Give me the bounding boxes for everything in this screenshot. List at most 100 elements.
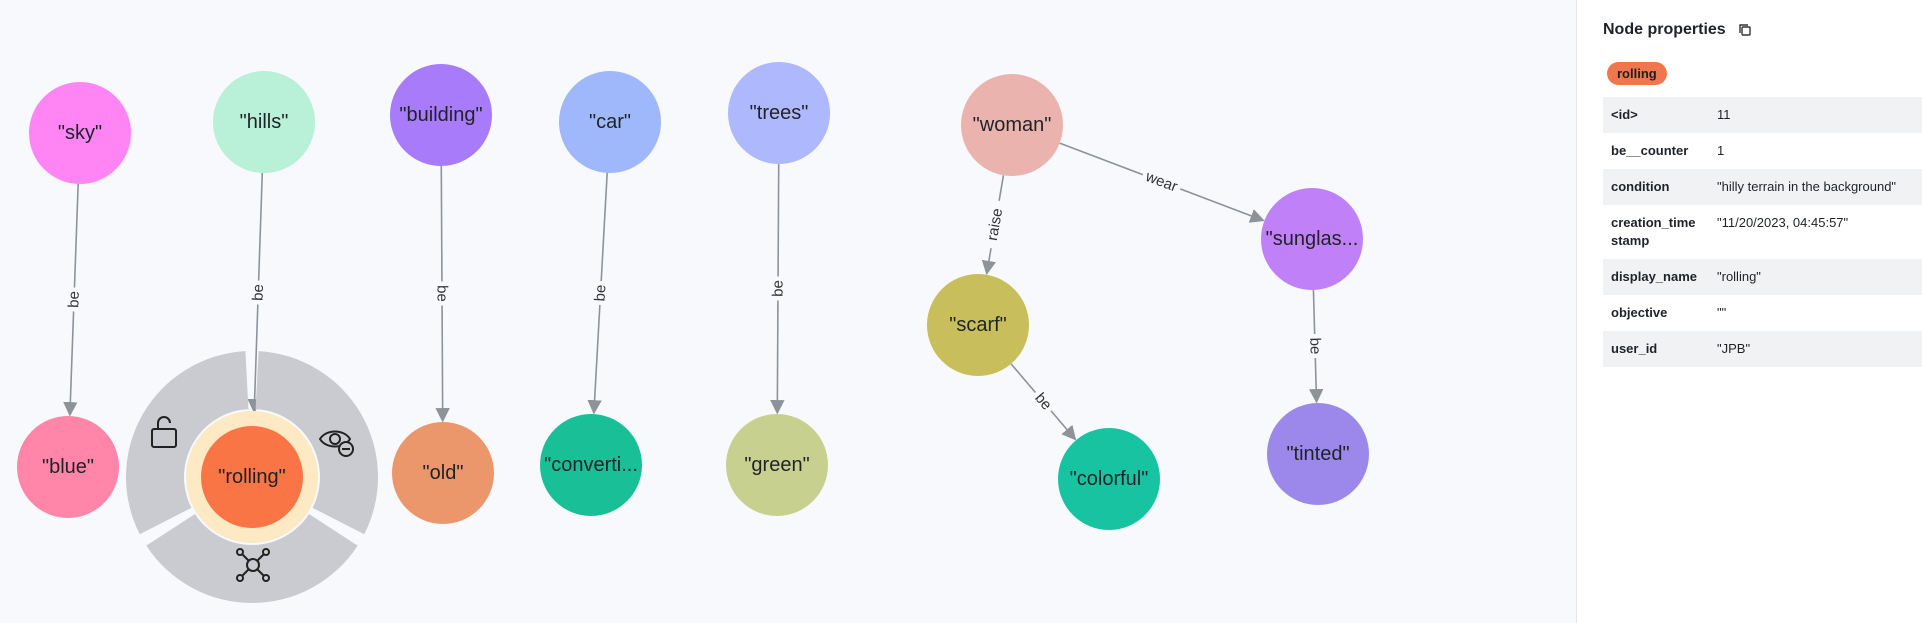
edge-label: be xyxy=(249,284,267,301)
graph-node-blue[interactable]: "blue" xyxy=(17,416,119,518)
node-label: "sunglas... xyxy=(1266,228,1359,250)
node-circle[interactable] xyxy=(17,416,119,518)
edge-label: raise xyxy=(984,207,1006,242)
edge-hills-rolling[interactable]: be xyxy=(247,172,269,414)
node-label: "scarf" xyxy=(949,314,1007,336)
graph-node-tinted[interactable]: "tinted" xyxy=(1267,403,1369,505)
graph-node-trees[interactable]: "trees" xyxy=(728,62,830,164)
table-row: be__counter 1 xyxy=(1603,133,1922,169)
node-circle[interactable] xyxy=(961,74,1063,176)
property-value: "11/20/2023, 04:45:57" xyxy=(1717,215,1849,230)
node-circle[interactable] xyxy=(726,414,828,516)
graph-canvas[interactable]: be be be be be raise wear be be xyxy=(0,0,1576,623)
node-label: "rolling" xyxy=(218,466,286,488)
edge-building-old[interactable]: be xyxy=(431,165,453,423)
node-label: "green" xyxy=(744,454,809,476)
table-row: <id> 11 xyxy=(1603,97,1922,133)
node-label: "hills" xyxy=(240,111,289,133)
graph-svg[interactable]: be be be be be raise wear be be xyxy=(0,0,1576,623)
node-label: "sky" xyxy=(58,122,102,144)
edge-label: be xyxy=(65,291,83,308)
edge-label: be xyxy=(769,280,786,297)
graph-node-colorful[interactable]: "colorful" xyxy=(1058,428,1160,530)
node-label: "car" xyxy=(589,111,631,133)
node-circle[interactable] xyxy=(927,274,1029,376)
edge-car-convertible[interactable]: be xyxy=(587,172,612,415)
edge-label-group: be xyxy=(1304,333,1326,359)
graph-node-building[interactable]: "building" xyxy=(390,64,492,166)
edge-label-group: be xyxy=(431,281,453,306)
graph-node-green[interactable]: "green" xyxy=(726,414,828,516)
hide-icon[interactable] xyxy=(318,430,354,457)
edge-woman-scarf[interactable]: raise xyxy=(981,175,1009,276)
node-label-pill[interactable]: rolling xyxy=(1607,62,1667,85)
graph-node-sky[interactable]: "sky" xyxy=(29,82,131,184)
node-label: "converti... xyxy=(544,454,638,476)
edge-label-background xyxy=(1139,165,1184,199)
property-value: 1 xyxy=(1717,143,1725,158)
edge-label-background xyxy=(431,281,453,306)
property-key: be__counter xyxy=(1611,143,1689,158)
node-circle[interactable] xyxy=(213,71,315,173)
property-key: display_name xyxy=(1611,269,1697,284)
table-row: objective "" xyxy=(1603,295,1922,331)
panel-title: Node properties xyxy=(1603,21,1726,38)
node-circle[interactable] xyxy=(1261,188,1363,290)
graph-node-woman[interactable]: "woman" xyxy=(961,74,1063,176)
nodes-layer[interactable]: "sky" "hills" "building" "car" "trees" "woman… xyxy=(17,62,1369,530)
graph-node-hills[interactable]: "hills" xyxy=(213,71,315,173)
edge-woman-sunglasses[interactable]: wear xyxy=(1059,142,1265,223)
expand-relationships-icon[interactable] xyxy=(236,548,270,582)
node-circle[interactable] xyxy=(540,414,642,516)
node-circle[interactable] xyxy=(201,426,303,528)
table-row: condition "hilly terrain in the backgrou… xyxy=(1603,169,1922,205)
edge-label-background xyxy=(247,280,269,305)
table-row: user_id "JPB" xyxy=(1603,331,1922,367)
graph-node-car[interactable]: "car" xyxy=(559,71,661,173)
copy-icon[interactable] xyxy=(1738,23,1752,37)
graph-node-sunglasses[interactable]: "sunglas... xyxy=(1261,188,1363,290)
context-menu-segment-hide[interactable] xyxy=(255,351,379,535)
properties-table: <id> 11 be__counter 1 condition "hilly t… xyxy=(1603,97,1922,367)
edge-label-group: be xyxy=(247,280,269,305)
node-circle[interactable] xyxy=(390,64,492,166)
property-key: user_id xyxy=(1611,341,1658,356)
node-circle[interactable] xyxy=(29,82,131,184)
node-label: "woman" xyxy=(973,114,1052,136)
graph-node-rolling[interactable]: "rolling" xyxy=(201,426,303,528)
edge-scarf-colorful[interactable]: be xyxy=(1010,363,1077,441)
property-value: "JPB" xyxy=(1717,341,1751,356)
edge-label-background xyxy=(981,199,1009,250)
node-label: "tinted" xyxy=(1286,443,1349,465)
unlock-icon[interactable] xyxy=(151,416,177,448)
property-value: "rolling" xyxy=(1717,269,1761,284)
edge-sunglasses-tinted[interactable]: be xyxy=(1304,289,1326,404)
graph-node-scarf[interactable]: "scarf" xyxy=(927,274,1029,376)
property-key: objective xyxy=(1611,305,1668,320)
edge-label-background xyxy=(589,280,612,306)
context-menu-segment-unlock[interactable] xyxy=(125,351,249,535)
graph-node-convertible[interactable]: "converti... xyxy=(540,414,642,516)
node-label: "old" xyxy=(423,462,464,484)
property-value: "" xyxy=(1717,305,1727,320)
node-circle[interactable] xyxy=(728,62,830,164)
property-key: <id> xyxy=(1611,107,1638,122)
property-value: 11 xyxy=(1717,107,1731,122)
node-circle[interactable] xyxy=(1267,403,1369,505)
node-label: "blue" xyxy=(42,456,94,478)
edge-label-background xyxy=(1027,385,1059,418)
edge-trees-green[interactable]: be xyxy=(767,163,789,415)
property-key: creation_timestamp xyxy=(1611,215,1696,248)
node-circle[interactable] xyxy=(1058,428,1160,530)
node-circle[interactable] xyxy=(559,71,661,173)
node-label: "building" xyxy=(399,104,482,126)
property-key: condition xyxy=(1611,179,1670,194)
node-circle[interactable] xyxy=(392,422,494,524)
edge-label-background xyxy=(767,276,789,301)
edge-sky-blue[interactable]: be xyxy=(63,183,85,417)
node-label: "colorful" xyxy=(1070,468,1149,490)
panel-header: Node properties xyxy=(1603,18,1922,42)
graph-node-old[interactable]: "old" xyxy=(392,422,494,524)
edge-label-group: be xyxy=(63,287,85,312)
node-label: "trees" xyxy=(750,102,809,124)
